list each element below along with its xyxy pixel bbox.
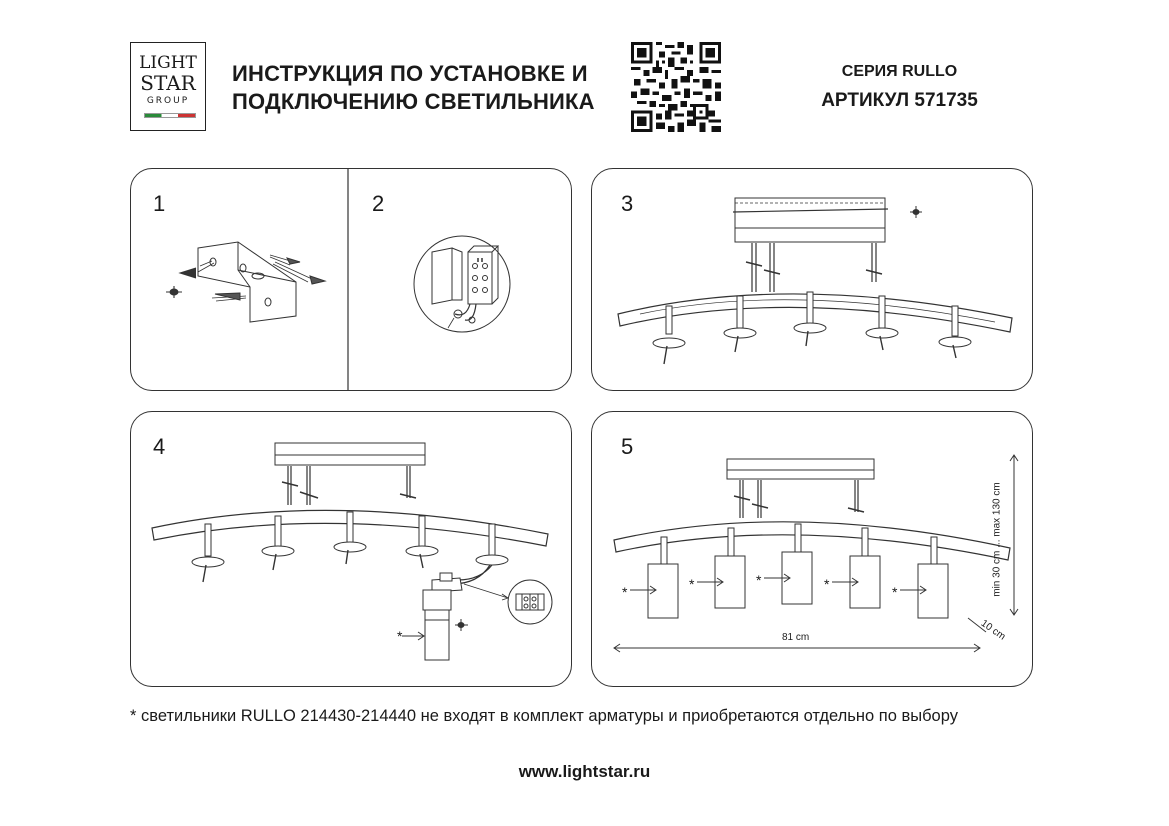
panel-steps-1-2 xyxy=(130,168,572,391)
title-line1: ИНСТРУКЦИЯ ПО УСТАНОВКЕ И xyxy=(232,61,588,86)
article-label: АРТИКУЛ 571735 xyxy=(821,90,978,111)
footnote: * светильники RULLO 214430-214440 не вхо… xyxy=(130,707,958,725)
step4-asterisk: * xyxy=(397,628,403,644)
width-dimension-label: 81 cm xyxy=(782,632,810,643)
website-link[interactable]: www.lightstar.ru xyxy=(518,762,651,781)
logo-line3: GROUP xyxy=(146,96,190,106)
panel-step-3 xyxy=(591,168,1033,391)
step5-asterisk-2: * xyxy=(689,576,695,592)
panel-step-5 xyxy=(591,411,1033,687)
qr-code xyxy=(631,42,721,132)
title-line2: ПОДКЛЮЧЕНИЮ СВЕТИЛЬНИКА xyxy=(232,89,595,114)
height-dimension-label: min 30 cm ... max 130 cm xyxy=(991,482,1003,597)
italian-flag-stripe xyxy=(144,113,196,118)
logo-line2: STAR xyxy=(140,71,196,95)
step5-asterisk-5: * xyxy=(892,584,898,600)
step5-asterisk-3: * xyxy=(756,572,762,588)
panel-step-4 xyxy=(130,411,572,687)
logo-line1: LIGHT xyxy=(139,53,197,73)
step-number-1: 1 xyxy=(153,191,166,216)
series-label: СЕРИЯ RULLO xyxy=(841,63,958,80)
step-number-4: 4 xyxy=(153,434,166,459)
step5-asterisk-4: * xyxy=(824,576,830,592)
lightstar-logo: LIGHT STAR GROUP xyxy=(130,42,206,131)
step-number-2: 2 xyxy=(372,191,385,216)
product-series-block: СЕРИЯ RULLO АРТИКУЛ 571735 xyxy=(802,60,997,116)
step-number-5: 5 xyxy=(621,434,634,459)
step-number-3: 3 xyxy=(621,191,634,216)
step5-asterisk-1: * xyxy=(622,584,628,600)
document-title: ИНСТРУКЦИЯ ПО УСТАНОВКЕ И ПОДКЛЮЧЕНИЮ СВ… xyxy=(232,60,595,116)
